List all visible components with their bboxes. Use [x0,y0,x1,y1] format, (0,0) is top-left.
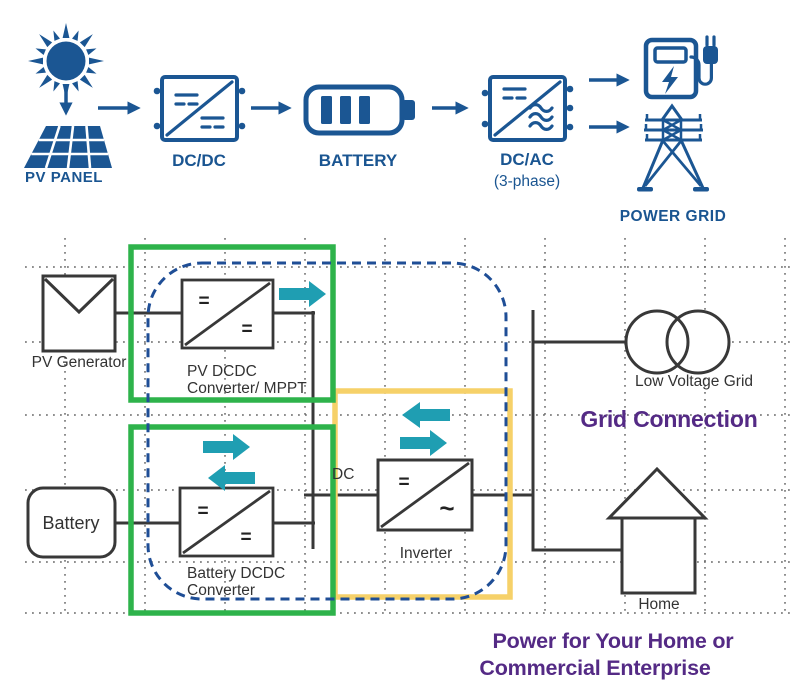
battery-flow-arrow-left [208,465,255,491]
inverter-box: = ~ [376,458,474,532]
inverter-label: Inverter [400,545,453,562]
pv-flow-arrow-right [279,281,326,307]
pv-converter-label-line2: Converter/ MPPT [187,380,307,397]
pv-generator-label: PV Generator [32,354,127,371]
dc-dc-converter-icon [153,75,246,142]
pv-generator-box [41,274,117,353]
ev-charger-icon [643,35,718,100]
dc-symbol: = [197,501,208,522]
dcac-label: DC/AC [500,150,554,169]
battery-label: BATTERY [319,151,398,170]
inverter-flow-arrow-left [402,402,450,428]
home-label: Home [638,596,679,613]
power-grid-label: POWER GRID [620,208,727,225]
home-icon [605,466,709,595]
dc-ac-inverter-icon [481,75,574,142]
battery-converter-label-line1: Battery DCDC [187,565,285,582]
pv-converter-label-line1: PV DCDC [187,363,257,380]
dc-symbol: = [398,472,409,493]
ac-symbol: ~ [439,493,454,523]
power-tagline-line2: Commercial Enterprise [479,656,710,680]
schematic-labels: PV Generator PV DCDC Converter/ MPPT Bat… [32,354,753,613]
battery-icon [303,84,415,136]
dc-symbol: = [241,319,252,340]
battery-box: Battery [26,486,117,559]
battery-converter-highlight-box [128,424,336,616]
transformer-icon [624,309,731,375]
pv-panel-label: PV PANEL [25,169,103,186]
battery-box-label: Battery [42,513,99,533]
dcdc-label: DC/DC [172,151,226,170]
sun-icon [28,23,104,99]
grid-connection-annotation: Grid Connection [580,406,757,432]
battery-flow-arrow-right [203,434,250,460]
power-flow-arrows [203,281,450,491]
dc-bus-label: DC [332,466,354,483]
circuit: = = Battery = = = ~ [26,274,731,595]
power-tagline-line1: Power for Your Home or [493,629,735,653]
dc-symbol: = [240,527,251,548]
pv-dcdc-converter-box: = = [180,278,275,350]
power-tower-icon [637,103,709,192]
dcac-phase-label: (3-phase) [494,173,560,190]
battery-dcdc-converter-box: = = [178,486,275,558]
low-voltage-grid-label: Low Voltage Grid [635,373,753,390]
dc-symbol: = [198,291,209,312]
dashed-loop [146,261,508,601]
pv-converter-highlight-box [128,244,336,403]
pv-panel-icon [24,125,112,169]
inverter-flow-arrow-right [400,430,447,456]
battery-converter-label-line2: Converter [187,582,255,599]
